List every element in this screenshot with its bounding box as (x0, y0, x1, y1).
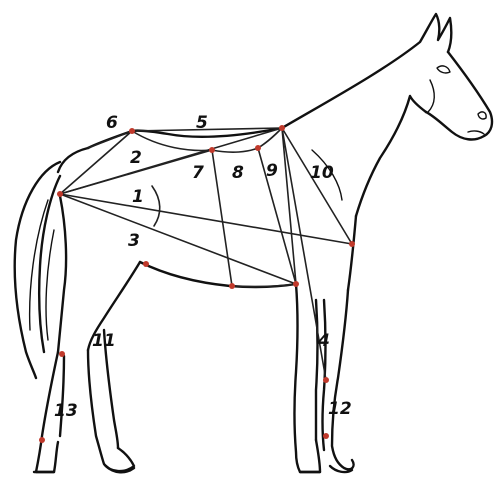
measure-arc-1 (152, 186, 160, 226)
label-10: 10 (310, 163, 334, 183)
label-11: 11 (92, 331, 116, 351)
cheek-line (428, 80, 434, 112)
measure-line-top-a (60, 128, 282, 194)
point-elbow (293, 281, 299, 287)
croup-line (58, 148, 88, 172)
label-8: 8 (232, 163, 244, 183)
label-12: 12 (328, 399, 352, 419)
label-6: 6 (106, 113, 118, 133)
measure-line-2a (60, 131, 132, 194)
point-hip (57, 191, 63, 197)
throat-line (356, 96, 426, 216)
point-back (129, 128, 135, 134)
point-knee (323, 377, 329, 383)
label-9: 9 (266, 161, 278, 181)
point-hock (59, 351, 65, 357)
nostril-icon (478, 112, 486, 119)
point-girth-low (229, 283, 235, 289)
label-7: 7 (192, 163, 204, 183)
point-hind-fetlock (39, 437, 45, 443)
label-5: 5 (196, 113, 208, 133)
hind-leg-far-front (88, 350, 134, 471)
eye-icon (437, 66, 450, 73)
front-leg-far-front (332, 290, 354, 469)
point-breast (349, 241, 355, 247)
measure-line-6 (88, 131, 132, 148)
horse-outline (15, 14, 492, 472)
head-profile (426, 52, 492, 139)
point-withers (279, 125, 285, 131)
point-chest-top (209, 147, 215, 153)
hind-leg-rear-front (60, 356, 64, 436)
label-3: 3 (128, 231, 140, 251)
chest-line (348, 216, 356, 290)
measure-line-7 (212, 150, 232, 286)
measure-line-3 (60, 194, 296, 284)
mouth-line (468, 131, 484, 134)
label-4: 4 (317, 331, 330, 351)
tail-strands (30, 200, 54, 340)
hind-thigh-rear (58, 196, 66, 352)
label-13: 13 (54, 401, 78, 421)
point-front-fetlock (323, 433, 329, 439)
measure-line-long (60, 194, 352, 244)
point-stifle (143, 261, 149, 267)
label-2: 2 (130, 148, 142, 168)
tail-inner (39, 176, 60, 352)
label-1: 1 (132, 187, 144, 207)
point-shoulder (255, 145, 261, 151)
